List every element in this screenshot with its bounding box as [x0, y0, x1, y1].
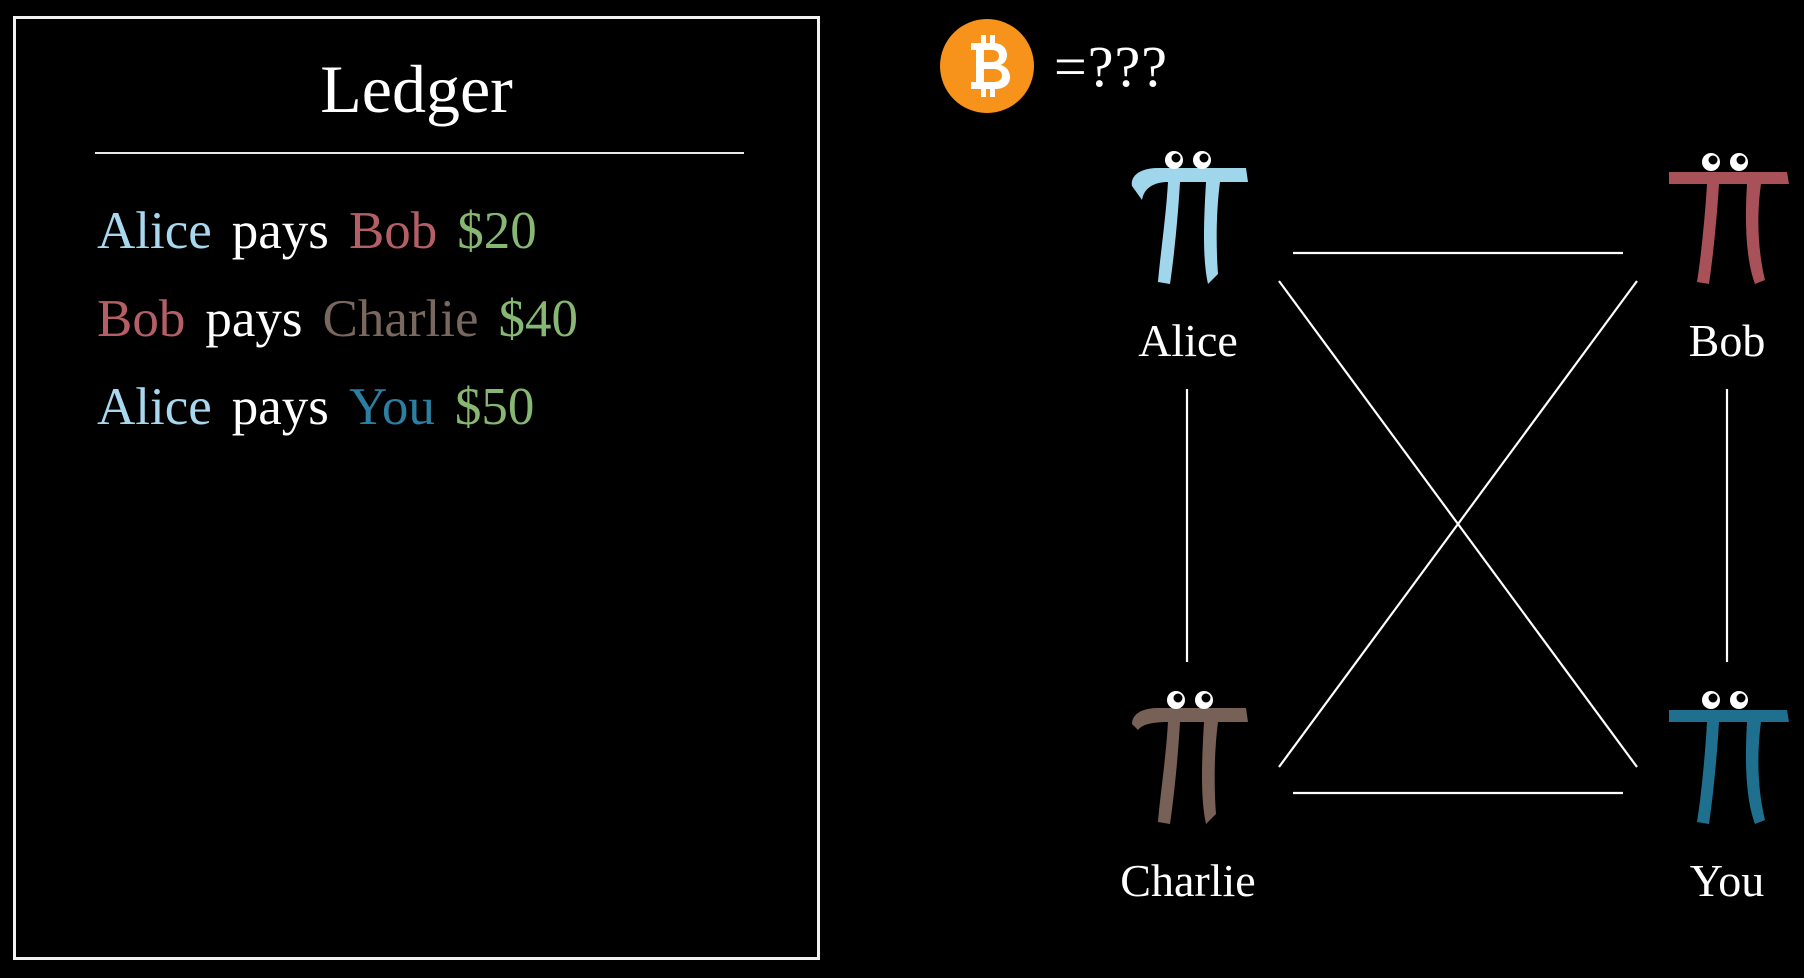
pi-body — [1669, 172, 1789, 284]
entry-payer: Alice — [97, 378, 212, 436]
entry-verb: pays — [205, 290, 303, 348]
entry-amount: $40 — [498, 290, 579, 348]
entry-payee: Bob — [348, 202, 438, 260]
pi-creature-icon — [1131, 151, 1248, 284]
bitcoin-symbol-icon — [971, 35, 1010, 97]
network-edges — [1185, 251, 1729, 795]
entry-verb: pays — [231, 378, 329, 436]
person-charlie: Charlie — [1120, 691, 1256, 906]
person-name-alice: Alice — [1138, 315, 1238, 366]
person-name-bob: Bob — [1689, 315, 1766, 366]
pi-creature-icon — [1669, 691, 1789, 824]
person-name-you: You — [1690, 855, 1765, 906]
entry-amount: $50 — [454, 378, 535, 436]
entry-payer: Bob — [97, 290, 186, 348]
bitcoin-value-header: =??? — [940, 18, 1168, 114]
entry-payee: Charlie — [322, 290, 479, 348]
bitcoin-icon — [940, 19, 1034, 113]
ledger-entry: Alice pays Bob $20 — [97, 205, 537, 258]
pi-body — [1132, 708, 1248, 824]
pi-body — [1669, 710, 1789, 824]
person-alice: Alice — [1131, 151, 1248, 366]
edge-bob-charlie — [1278, 280, 1638, 768]
pi-creature-icon — [1669, 153, 1789, 284]
person-you: You — [1669, 691, 1789, 906]
ledger-divider — [95, 152, 744, 154]
bitcoin-value-text: =??? — [1054, 33, 1168, 99]
ledger-entry: Alice pays You $50 — [97, 381, 534, 434]
entry-verb: pays — [231, 202, 329, 260]
pi-body — [1131, 168, 1248, 284]
ledger-title: Ledger — [320, 51, 513, 127]
pi-creature-icon — [1132, 691, 1248, 824]
entry-payee: You — [348, 378, 435, 436]
person-bob: Bob — [1669, 153, 1789, 366]
entry-amount: $20 — [457, 202, 537, 260]
person-name-charlie: Charlie — [1120, 855, 1255, 906]
entry-payer: Alice — [97, 202, 212, 260]
